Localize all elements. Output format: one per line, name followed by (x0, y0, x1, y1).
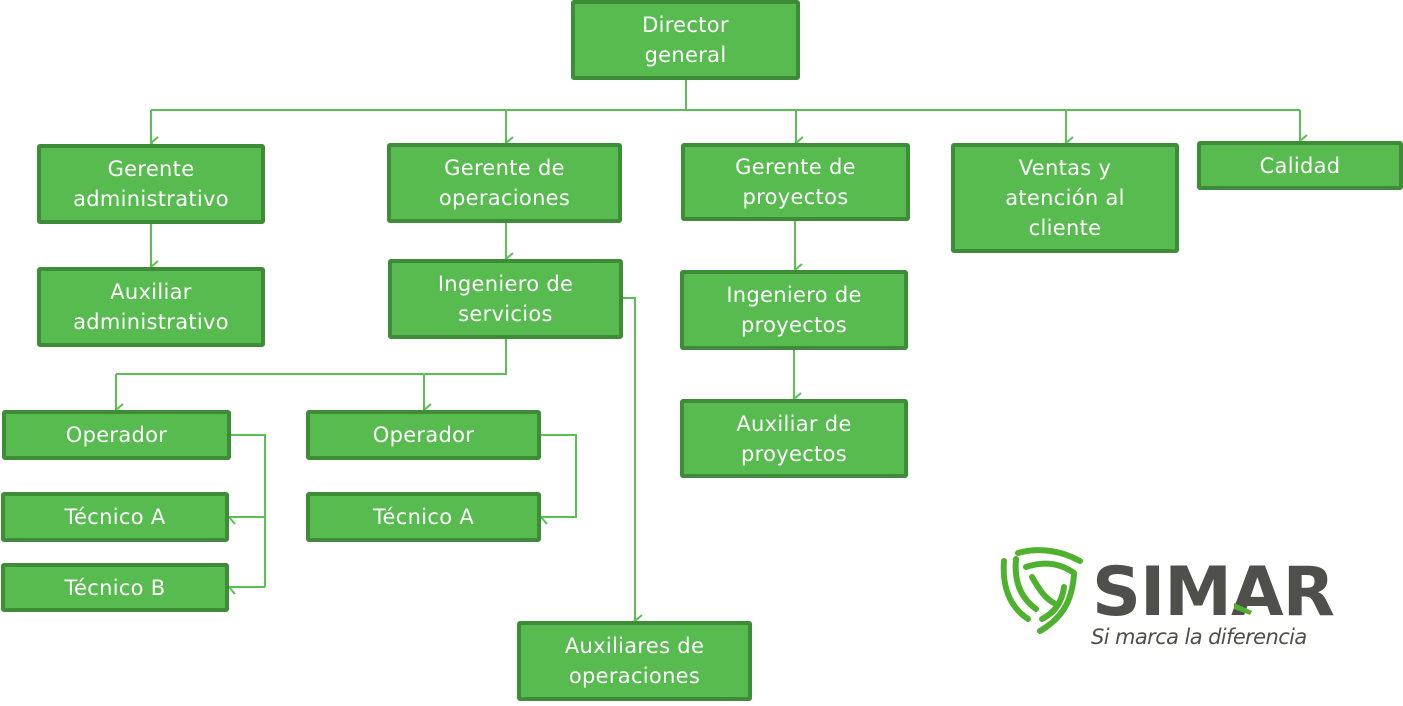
node-gerente-operaciones: Gerente de operaciones (387, 143, 622, 223)
connector-to-tecnico-a-2 (534, 434, 577, 525)
node-auxiliares-operaciones: Auxiliares de operaciones (517, 621, 752, 701)
node-gerente-proyectos: Gerente de proyectos (681, 143, 910, 221)
node-auxiliar-administrativo: Auxiliar administrativo (37, 267, 265, 347)
connector-to-auxiliares-operaciones (622, 297, 643, 628)
node-gerente-administrativo: Gerente administrativo (37, 144, 265, 224)
simar-logo-tagline: Si marca la diferencia (1091, 625, 1307, 649)
node-tecnico-a-1: Técnico A (1, 492, 229, 542)
node-director-general: Director general (571, 0, 800, 80)
node-ingeniero-servicios: Ingeniero de servicios (388, 259, 623, 339)
connector-servicios-bus (116, 337, 507, 375)
simar-logo-wordmark: SIMAR (1092, 553, 1335, 632)
node-auxiliar-proyectos: Auxiliar de proyectos (680, 399, 908, 478)
node-operador-1: Operador (2, 410, 231, 460)
node-tecnico-a-2: Técnico A (306, 492, 541, 542)
node-operador-2: Operador (306, 410, 541, 460)
simar-logo-accent (1234, 603, 1252, 615)
node-tecnico-b-1: Técnico B (1, 563, 229, 612)
simar-logo-mark (1000, 547, 1083, 634)
connector-operador1-bus (230, 434, 266, 587)
node-ingeniero-proyectos: Ingeniero de proyectos (680, 270, 908, 350)
node-calidad: Calidad (1197, 141, 1403, 190)
node-ventas-atencion-cliente: Ventas y atención al cliente (951, 143, 1179, 253)
